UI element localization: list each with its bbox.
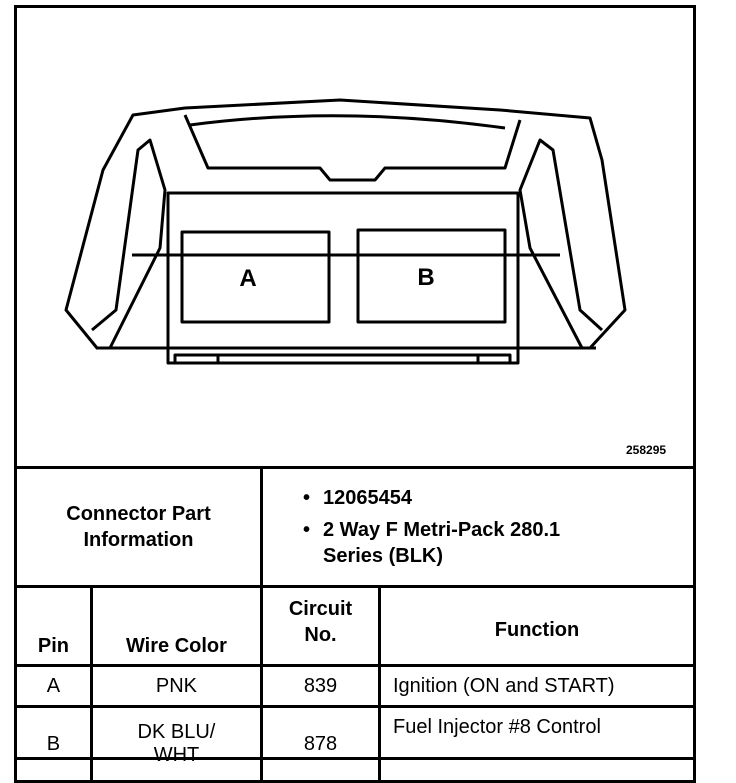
figure-id: 258295 <box>626 443 667 457</box>
function-cell: Ignition (ON and START) <box>378 664 696 708</box>
pin-label-b: B <box>417 264 434 291</box>
pin-cell: A <box>14 664 93 708</box>
pin-label-a: A <box>239 265 256 292</box>
table-row: A PNK 839 Ignition (ON and START) <box>14 664 696 708</box>
header-wire-color: Wire Color <box>89 585 264 667</box>
connector-info-table: Connector Part Information 12065454 2 Wa… <box>14 466 696 783</box>
circuit-cell: 839 <box>260 664 381 708</box>
connector-drawing: A B <box>64 98 627 365</box>
header-function: Function <box>378 585 696 667</box>
function-cell: Fuel Injector #8 Control <box>378 705 696 783</box>
connector-right-wing <box>518 138 604 349</box>
header-pin: Pin <box>14 585 93 667</box>
table-row: B DK BLU/ WHT 878 Fuel Injector #8 Contr… <box>14 705 696 783</box>
connector-part-label: Connector Part Information <box>14 466 263 588</box>
wire-color-cell: DK BLU/ WHT <box>89 705 264 783</box>
connector-left-wing <box>91 138 167 349</box>
cavity-b <box>356 228 507 324</box>
part-description: 2 Way F Metri-Pack 280.1 Series (BLK) <box>303 517 693 569</box>
wire-color-cell: PNK <box>89 664 264 708</box>
connector-part-values: 12065454 2 Way F Metri-Pack 280.1 Series… <box>260 466 696 588</box>
cavity-a <box>180 230 331 324</box>
pin-cell: B <box>14 705 93 783</box>
part-number: 12065454 <box>303 485 693 511</box>
header-circuit: Circuit No. <box>260 585 381 667</box>
connector-latch <box>183 114 522 182</box>
connector-housing-outline <box>64 98 627 350</box>
connector-body <box>166 191 520 365</box>
connector-part-row: Connector Part Information 12065454 2 Wa… <box>14 466 696 588</box>
circuit-cell: 878 <box>260 705 381 783</box>
table-header: Pin Wire Color Circuit No. Function <box>14 585 696 667</box>
